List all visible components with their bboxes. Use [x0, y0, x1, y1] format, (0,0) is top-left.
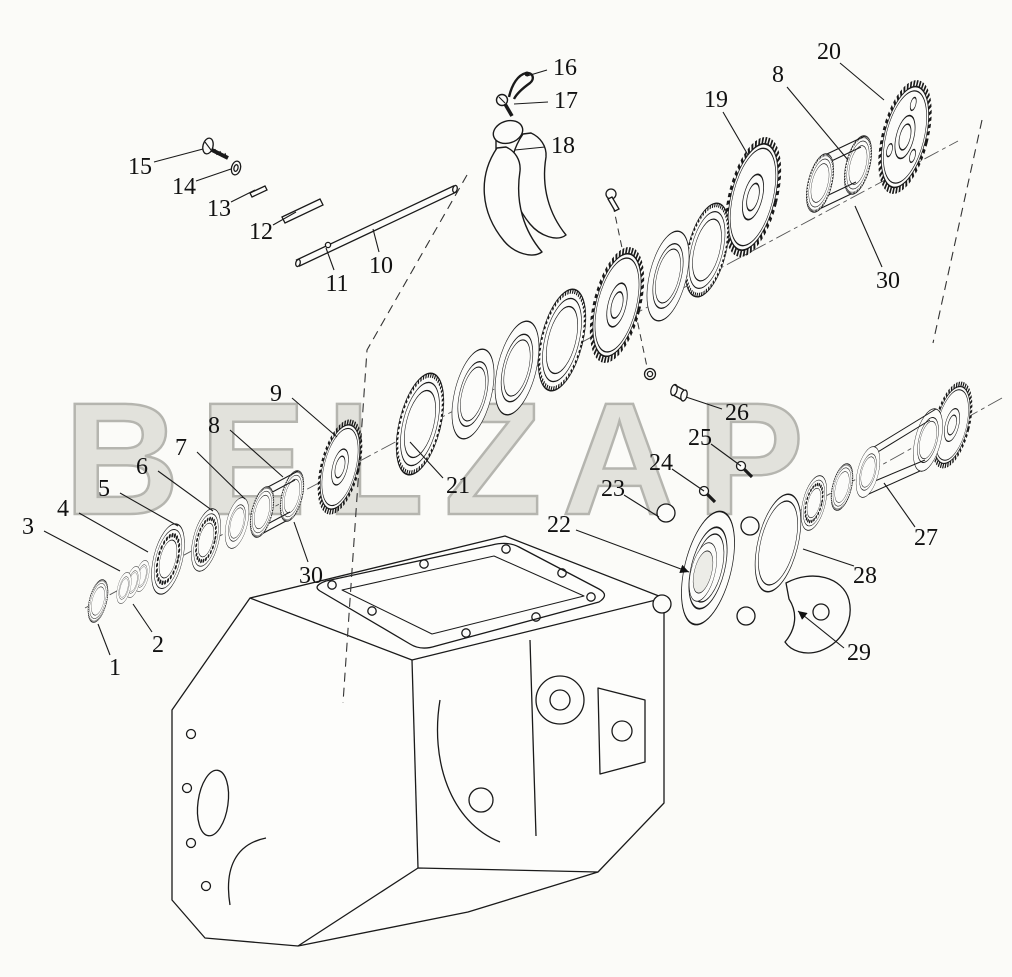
input-shaft	[794, 380, 978, 535]
leader-line-1-0	[97, 623, 111, 656]
leader-line-8-7	[229, 429, 284, 478]
part-label-8-21: 8	[772, 62, 784, 88]
leader-line-30-9	[293, 521, 309, 563]
part-label-10-12: 10	[369, 253, 393, 279]
leader-line-2-1	[132, 603, 153, 633]
part-label-30-23: 30	[876, 268, 900, 294]
part-label-29-31: 29	[847, 640, 871, 666]
part-label-24-26: 24	[649, 450, 673, 476]
retainer-plate	[784, 575, 851, 654]
part-label-2-1: 2	[152, 632, 164, 658]
part-label-14-15: 14	[172, 174, 196, 200]
part-label-12-13: 12	[249, 219, 273, 245]
part-label-11-11: 11	[325, 271, 349, 297]
shift-rail	[202, 137, 458, 268]
part-label-7-6: 7	[175, 435, 187, 461]
leader-line-20-22	[839, 62, 885, 101]
shift-fork-assembly	[483, 71, 567, 256]
leader-line-5-4	[119, 492, 179, 527]
leader-line-17-18	[513, 101, 549, 105]
leader-line-29-31	[797, 610, 845, 649]
main-shaft-assembly	[83, 78, 940, 626]
leader-line-22-28	[575, 529, 690, 574]
part-label-19-20: 19	[704, 87, 728, 113]
leader-line-4-3	[78, 512, 149, 553]
part-label-23-27: 23	[601, 476, 625, 502]
leader-line-9-8	[291, 397, 338, 438]
leader-line-30-23	[854, 205, 883, 268]
part-label-9-8: 9	[270, 381, 282, 407]
gearbox-housing	[171, 535, 665, 947]
part-label-3-2: 3	[22, 514, 34, 540]
leader-lines	[43, 62, 916, 656]
part-label-15-16: 15	[128, 154, 152, 180]
leader-line-23-27	[623, 494, 660, 518]
leader-line-16-17	[526, 69, 548, 77]
small-fasteners	[605, 188, 754, 504]
leader-line-24-26	[671, 468, 705, 492]
leader-line-3-2	[43, 530, 121, 572]
leader-line-28-30	[802, 548, 855, 567]
part-label-25-25: 25	[688, 425, 712, 451]
part-label-17-18: 17	[554, 88, 578, 114]
part-label-13-14: 13	[207, 196, 231, 222]
leader-line-10-12	[372, 228, 380, 253]
leader-line-11-11	[325, 247, 335, 271]
leader-line-8-21	[786, 86, 849, 161]
part-label-21-10: 21	[446, 473, 470, 499]
part-label-8-7: 8	[208, 413, 220, 439]
part-label-30-9: 30	[299, 563, 323, 589]
part-label-22-28: 22	[547, 512, 571, 538]
leader-line-15-16	[153, 148, 204, 163]
leader-line-26-24	[685, 396, 723, 410]
leader-line-12-13	[272, 211, 297, 226]
part-label-5-4: 5	[98, 476, 110, 502]
leader-line-27-29	[883, 482, 916, 528]
leader-line-14-15	[195, 168, 232, 182]
leader-line-21-10	[409, 441, 444, 479]
part-label-1-0: 1	[109, 655, 121, 681]
part-label-6-5: 6	[136, 454, 148, 480]
part-label-4-3: 4	[57, 496, 69, 522]
cover-assembly	[652, 488, 851, 654]
part-label-18-19: 18	[551, 133, 575, 159]
leader-line-25-25	[710, 443, 742, 467]
part-label-27-29: 27	[914, 525, 938, 551]
part-label-26-24: 26	[725, 400, 749, 426]
part-label-16-17: 16	[553, 55, 577, 81]
part-label-28-30: 28	[853, 563, 877, 589]
part-label-20-22: 20	[817, 39, 841, 65]
leader-line-7-6	[196, 451, 246, 500]
leader-line-6-5	[157, 470, 214, 512]
leader-line-19-20	[722, 111, 749, 156]
leader-line-13-14	[230, 189, 256, 203]
leader-line-18-19	[514, 146, 546, 151]
